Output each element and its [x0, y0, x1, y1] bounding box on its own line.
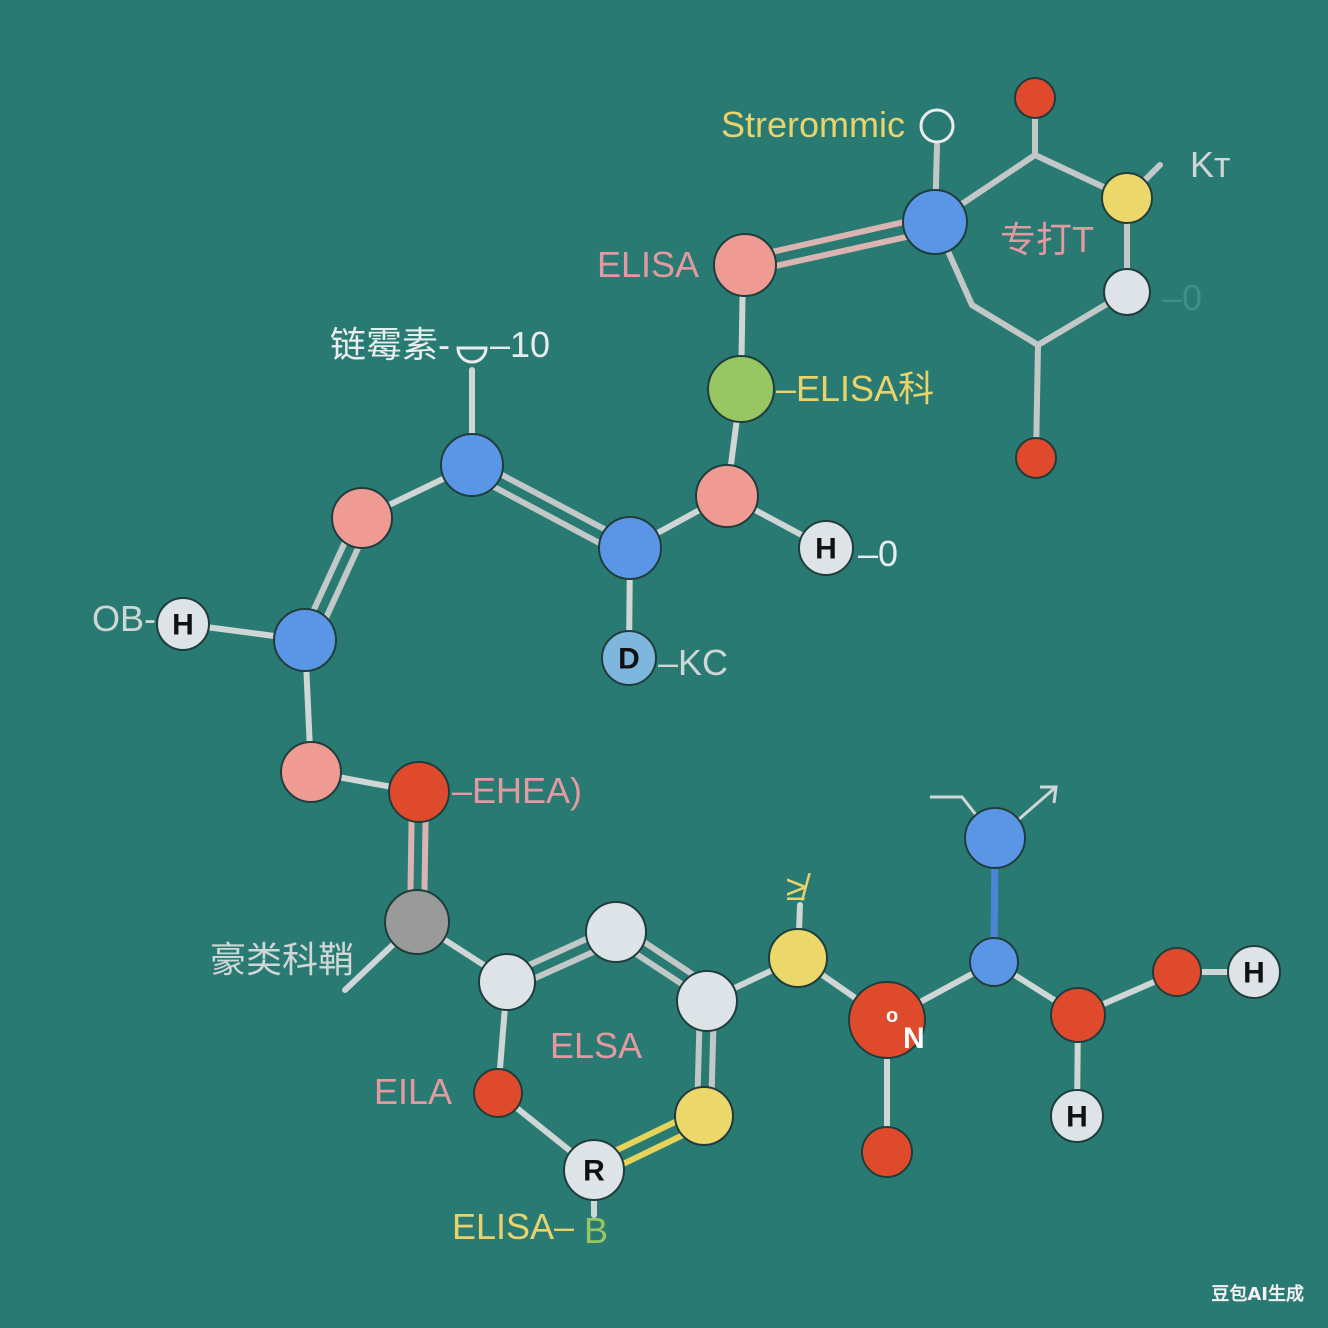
label-elisa-ke: –ELISA科: [776, 368, 934, 409]
atom-label: H: [815, 533, 837, 566]
label-minus-10: –10: [490, 324, 550, 365]
label-ke-left: 豪类科鞘: [210, 939, 354, 980]
label-ring-center: 专打T: [1000, 219, 1094, 260]
label-ehea: –EHEA): [452, 770, 582, 811]
label-chain: 链霉素-: [330, 324, 450, 365]
label-kc: –KC: [658, 642, 728, 683]
label-stereo: Strerommic: [721, 104, 905, 145]
label-top-glyph: ≱: [786, 867, 812, 908]
label-h-o: –0: [858, 533, 898, 574]
atom-red: [473, 1068, 523, 1118]
label-ob: OB-: [92, 598, 156, 639]
atom-h: [1050, 1089, 1104, 1143]
atom-green: [707, 355, 775, 423]
atom-n: [848, 981, 926, 1059]
atom-pink: [280, 741, 342, 803]
atom-blue: [964, 807, 1026, 869]
label-elsa: ELSA: [550, 1025, 642, 1066]
atom-pink: [331, 487, 393, 549]
atom-yellow: [1101, 172, 1153, 224]
atom-white: [478, 953, 536, 1011]
label-right-o: –0: [1162, 277, 1202, 318]
atom-half-circle: [456, 346, 488, 364]
atom-white: [1103, 268, 1151, 316]
atom-red: [1015, 437, 1057, 479]
watermark: 豆包AI生成: [1211, 1284, 1304, 1305]
atom-red: [861, 1126, 913, 1178]
bond: [969, 302, 1041, 348]
atom-white: [585, 901, 647, 963]
atom-label: D: [618, 643, 640, 676]
atom-label-n: N: [903, 1022, 925, 1055]
arrow-left: [930, 795, 982, 821]
atom-red: [1014, 77, 1056, 119]
atom-yellow: [768, 928, 828, 988]
atom-h: [1227, 945, 1281, 999]
arrow-head: [1040, 785, 1058, 804]
atom-red: [388, 761, 450, 823]
atom-h: [156, 597, 210, 651]
atom-label-o: o: [886, 1005, 898, 1027]
atom-blue: [440, 433, 504, 497]
atom-red: [1152, 947, 1202, 997]
atom-pink: [713, 233, 777, 297]
atom-blue: [273, 608, 337, 672]
arrow-right: [1017, 785, 1057, 822]
atom-yellow: [674, 1086, 734, 1146]
label-b-char: B: [584, 1210, 608, 1251]
atom-blue: [969, 937, 1019, 987]
label-elisa-b: ELISA–: [452, 1206, 574, 1247]
atom-open-circle: [919, 108, 955, 144]
atom-white: [676, 970, 738, 1032]
atoms: H D H R o N H H: [156, 77, 1281, 1201]
atom-label: H: [1243, 957, 1265, 990]
atom-blue: [902, 189, 968, 255]
atom-pink: [695, 464, 759, 528]
atom-gray: [384, 889, 450, 955]
atom-h: [798, 520, 854, 576]
labels: Strerommic Kт 专打T –0 ELISA –ELISA科 链霉素- …: [92, 104, 1231, 1251]
atom-label: R: [583, 1155, 605, 1188]
atom-blue: [598, 516, 662, 580]
atom-label: H: [172, 609, 194, 642]
label-elisa-top: ELISA: [597, 244, 699, 285]
atom-d: [601, 630, 657, 686]
atom-r: [563, 1139, 625, 1201]
atom-red: [1050, 987, 1106, 1043]
label-eila: EILA: [374, 1071, 452, 1112]
label-kt: Kт: [1190, 144, 1231, 185]
atom-label: H: [1066, 1101, 1088, 1134]
